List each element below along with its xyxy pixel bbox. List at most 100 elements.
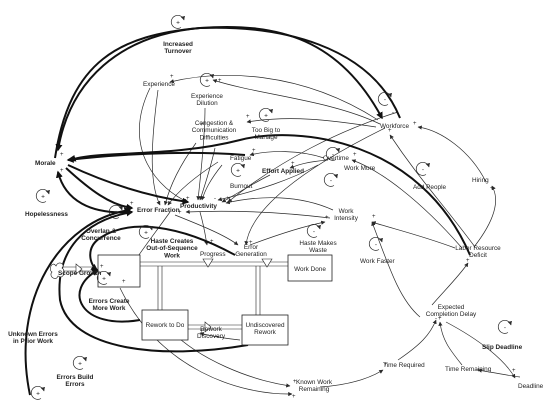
polarity-mark: +: [60, 152, 64, 158]
polarity-mark: +: [438, 316, 442, 322]
link-fatigue-error: [167, 161, 219, 206]
polarity-mark: -: [392, 110, 394, 116]
label-overlap: Overlap &Concurrence: [81, 228, 121, 242]
svg-text:+: +: [41, 194, 45, 201]
link-deficit-hiring: [473, 185, 496, 248]
svg-text:-: -: [330, 178, 332, 185]
polarity-mark: +: [178, 210, 182, 216]
label-time-required: Time Required: [383, 362, 425, 369]
link-experience-productivity: [139, 87, 189, 203]
link-intensity-productivity: [225, 197, 334, 211]
stock-work-done: Work Done: [287, 254, 333, 282]
polarity-mark: +: [186, 196, 190, 202]
polarity-mark: -: [435, 316, 437, 322]
flow-pipes: [50, 258, 288, 333]
link-hiring-workforce: [417, 125, 487, 183]
svg-text:+: +: [205, 78, 209, 85]
link-productivity-progress: [199, 211, 209, 246]
loop-indicator-icon: -: [497, 320, 512, 334]
label-progress: Progress: [200, 251, 226, 258]
link-deficit-workforce: [389, 134, 476, 248]
link-workforce-congestion: [246, 118, 377, 128]
link-dilution-productivity: [196, 107, 206, 201]
link-timeremaining-delay: [438, 321, 463, 366]
loop-rework-original: [78, 269, 141, 323]
polarity-mark: +: [292, 394, 296, 400]
link-workforce-progress: [244, 127, 386, 246]
label-slip-deadline: Slip Deadline: [482, 344, 523, 351]
loop-indicator-icon: +: [108, 205, 123, 219]
loop-fatigue-morale: [66, 151, 246, 163]
loop-deficit-morale: [68, 134, 471, 256]
loop-indicator-icon: +: [170, 15, 185, 29]
svg-text:-: -: [384, 97, 386, 104]
polarity-mark: +: [246, 114, 250, 120]
loop-indicator-icon: +: [96, 271, 111, 285]
link-overtime-effort: [289, 159, 329, 169]
loop-indicator-icon: -: [415, 162, 430, 176]
polarity-mark: +: [490, 186, 494, 192]
link-fatigue-productivity: [201, 164, 223, 201]
label-experience: Experience: [143, 81, 175, 88]
polarity-mark: +: [325, 215, 329, 221]
loop-workforce-morale: [55, 26, 401, 152]
svg-text:-: -: [332, 152, 334, 159]
link-known-timerequired: [319, 369, 384, 388]
label-productivity: Productivity: [180, 203, 217, 210]
polarity-marks: +++-++++-+++++++++++++++-++++++++: [60, 74, 516, 400]
label-work-faster: Work Faster: [360, 258, 396, 265]
svg-text:-: -: [504, 325, 506, 332]
stock-original-work: [97, 254, 141, 288]
label-effort-applied: Effort Applied: [262, 168, 304, 175]
svg-text:+: +: [78, 361, 82, 368]
loop-indicator-icon: +: [35, 189, 50, 203]
link-deficit-intensity: [371, 221, 456, 249]
loop-indicator-icon: +: [199, 73, 214, 87]
loop-indicator-icon: -: [368, 237, 383, 251]
polarity-mark: +: [384, 362, 388, 368]
polarity-mark: +: [210, 239, 214, 245]
polarity-mark: +: [249, 240, 253, 246]
label-deadline: Deadline: [518, 383, 544, 390]
loop-indicator-icon: -: [306, 224, 321, 238]
link-workforce-dilution: [212, 79, 381, 125]
label-time-remaining: Time Remaining: [445, 366, 492, 373]
polarity-mark: +: [218, 78, 222, 84]
polarity-mark: +: [122, 279, 126, 285]
label-scope-growth: Scope Growth: [58, 270, 101, 277]
polarity-mark: +: [477, 368, 481, 374]
polarity-mark: +: [291, 161, 295, 167]
svg-text:+: +: [236, 168, 240, 175]
link-intensity-error: [185, 209, 331, 219]
polarity-mark: +: [100, 264, 104, 270]
label-overtime: Overtime: [323, 155, 349, 162]
polarity-mark: +: [170, 74, 174, 80]
loop-undiscovered-error: [58, 209, 249, 353]
label-error-fraction: Error Fraction: [137, 207, 180, 214]
link-experience-error: [151, 89, 161, 206]
label-burnout: Burnout: [230, 183, 253, 190]
link-timerequired-delay: [397, 319, 437, 361]
loop-indicator-icon: -: [323, 173, 338, 187]
link-generation-intensity: [249, 220, 326, 246]
svg-text:Rework to Do: Rework to Do: [146, 322, 185, 329]
label-add-people: Add People: [413, 184, 446, 191]
polarity-mark: +: [60, 168, 64, 174]
loop-unknown-errors: [24, 207, 132, 396]
loop-glyphs: +++--++--++--+-++: [30, 15, 512, 400]
polarity-mark: +: [413, 121, 417, 127]
polarity-mark: -: [214, 196, 216, 202]
polarity-mark: +: [226, 196, 230, 202]
label-morale: Morale: [35, 160, 56, 167]
loop-indicator-icon: -: [325, 147, 340, 161]
